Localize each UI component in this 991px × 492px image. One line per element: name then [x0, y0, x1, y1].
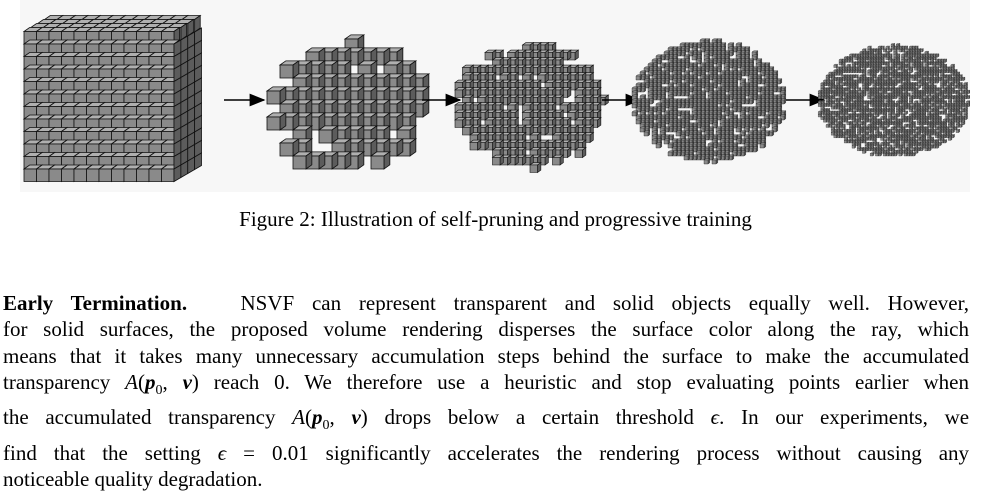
transparency-symbol-2: A(p0, v) [292, 405, 368, 429]
figure-caption: Figure 2: Illustration of self-pruning a… [0, 206, 991, 232]
line-4-text-a: transparency [3, 370, 110, 394]
line-5-text-c: . In our experiments, we [719, 405, 969, 429]
paragraph-line-4: transparency A(p0, v) reach 0. We theref… [3, 369, 969, 404]
dense-voxel-grid [24, 16, 202, 182]
line-1-text: NSVF can represent transparent and solid… [240, 291, 969, 315]
paragraph-line-5: the accumulated transparency A(p0, v) dr… [3, 404, 969, 439]
paragraph-line-1: Early Termination. NSVF can represent tr… [3, 290, 969, 316]
paragraph-line-3: means that it takes many unnecessary acc… [3, 343, 969, 369]
final-shape-voxels [818, 43, 970, 156]
paragraph-line-6: find that the setting ϵ = 0.01 significa… [3, 440, 969, 466]
line-5-text-a: the accumulated transparency [3, 405, 275, 429]
line-6-text-b: significantly accelerates the rendering … [326, 441, 969, 465]
pruned-voxels-medium [455, 43, 608, 173]
transparency-symbol: A(p0, v) [125, 370, 199, 394]
line-5-text-b: drops below a certain threshold [385, 405, 694, 429]
pruned-voxels-fine [632, 39, 786, 164]
figure-illustration [20, 0, 970, 192]
figure-svg [20, 0, 970, 192]
paragraph-line-2: for solid surfaces, the proposed volume … [3, 316, 969, 342]
epsilon-symbol: ϵ [711, 405, 719, 429]
line-6-text-a: find that the setting [3, 441, 201, 465]
epsilon-setting: ϵ = 0.01 [218, 441, 309, 465]
paragraph-line-7: noticeable quality degradation. [3, 466, 969, 492]
early-termination-paragraph: Early Termination. NSVF can represent tr… [3, 290, 969, 492]
section-heading: Early Termination. [3, 291, 187, 315]
line-4-text-b: reach 0. We therefore use a heuristic an… [214, 370, 969, 394]
pruned-voxels-coarse [267, 35, 429, 169]
